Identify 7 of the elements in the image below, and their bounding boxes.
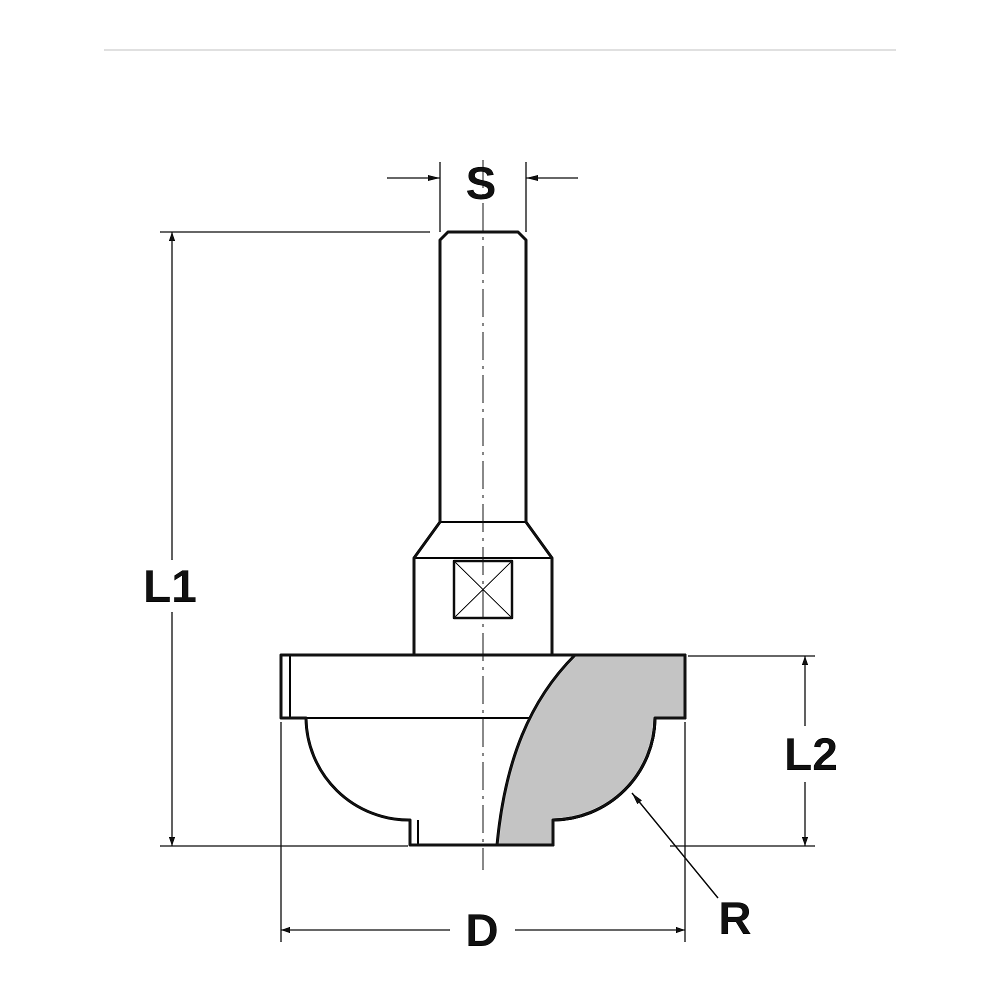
dimension-label: L2 xyxy=(784,731,838,777)
leader-line xyxy=(631,792,719,898)
dimension-label: D xyxy=(465,907,499,953)
dimension-label: L1 xyxy=(143,563,197,609)
dimension-label: S xyxy=(466,160,496,206)
callout-letter: R xyxy=(718,895,752,941)
profile-arc xyxy=(552,718,656,822)
